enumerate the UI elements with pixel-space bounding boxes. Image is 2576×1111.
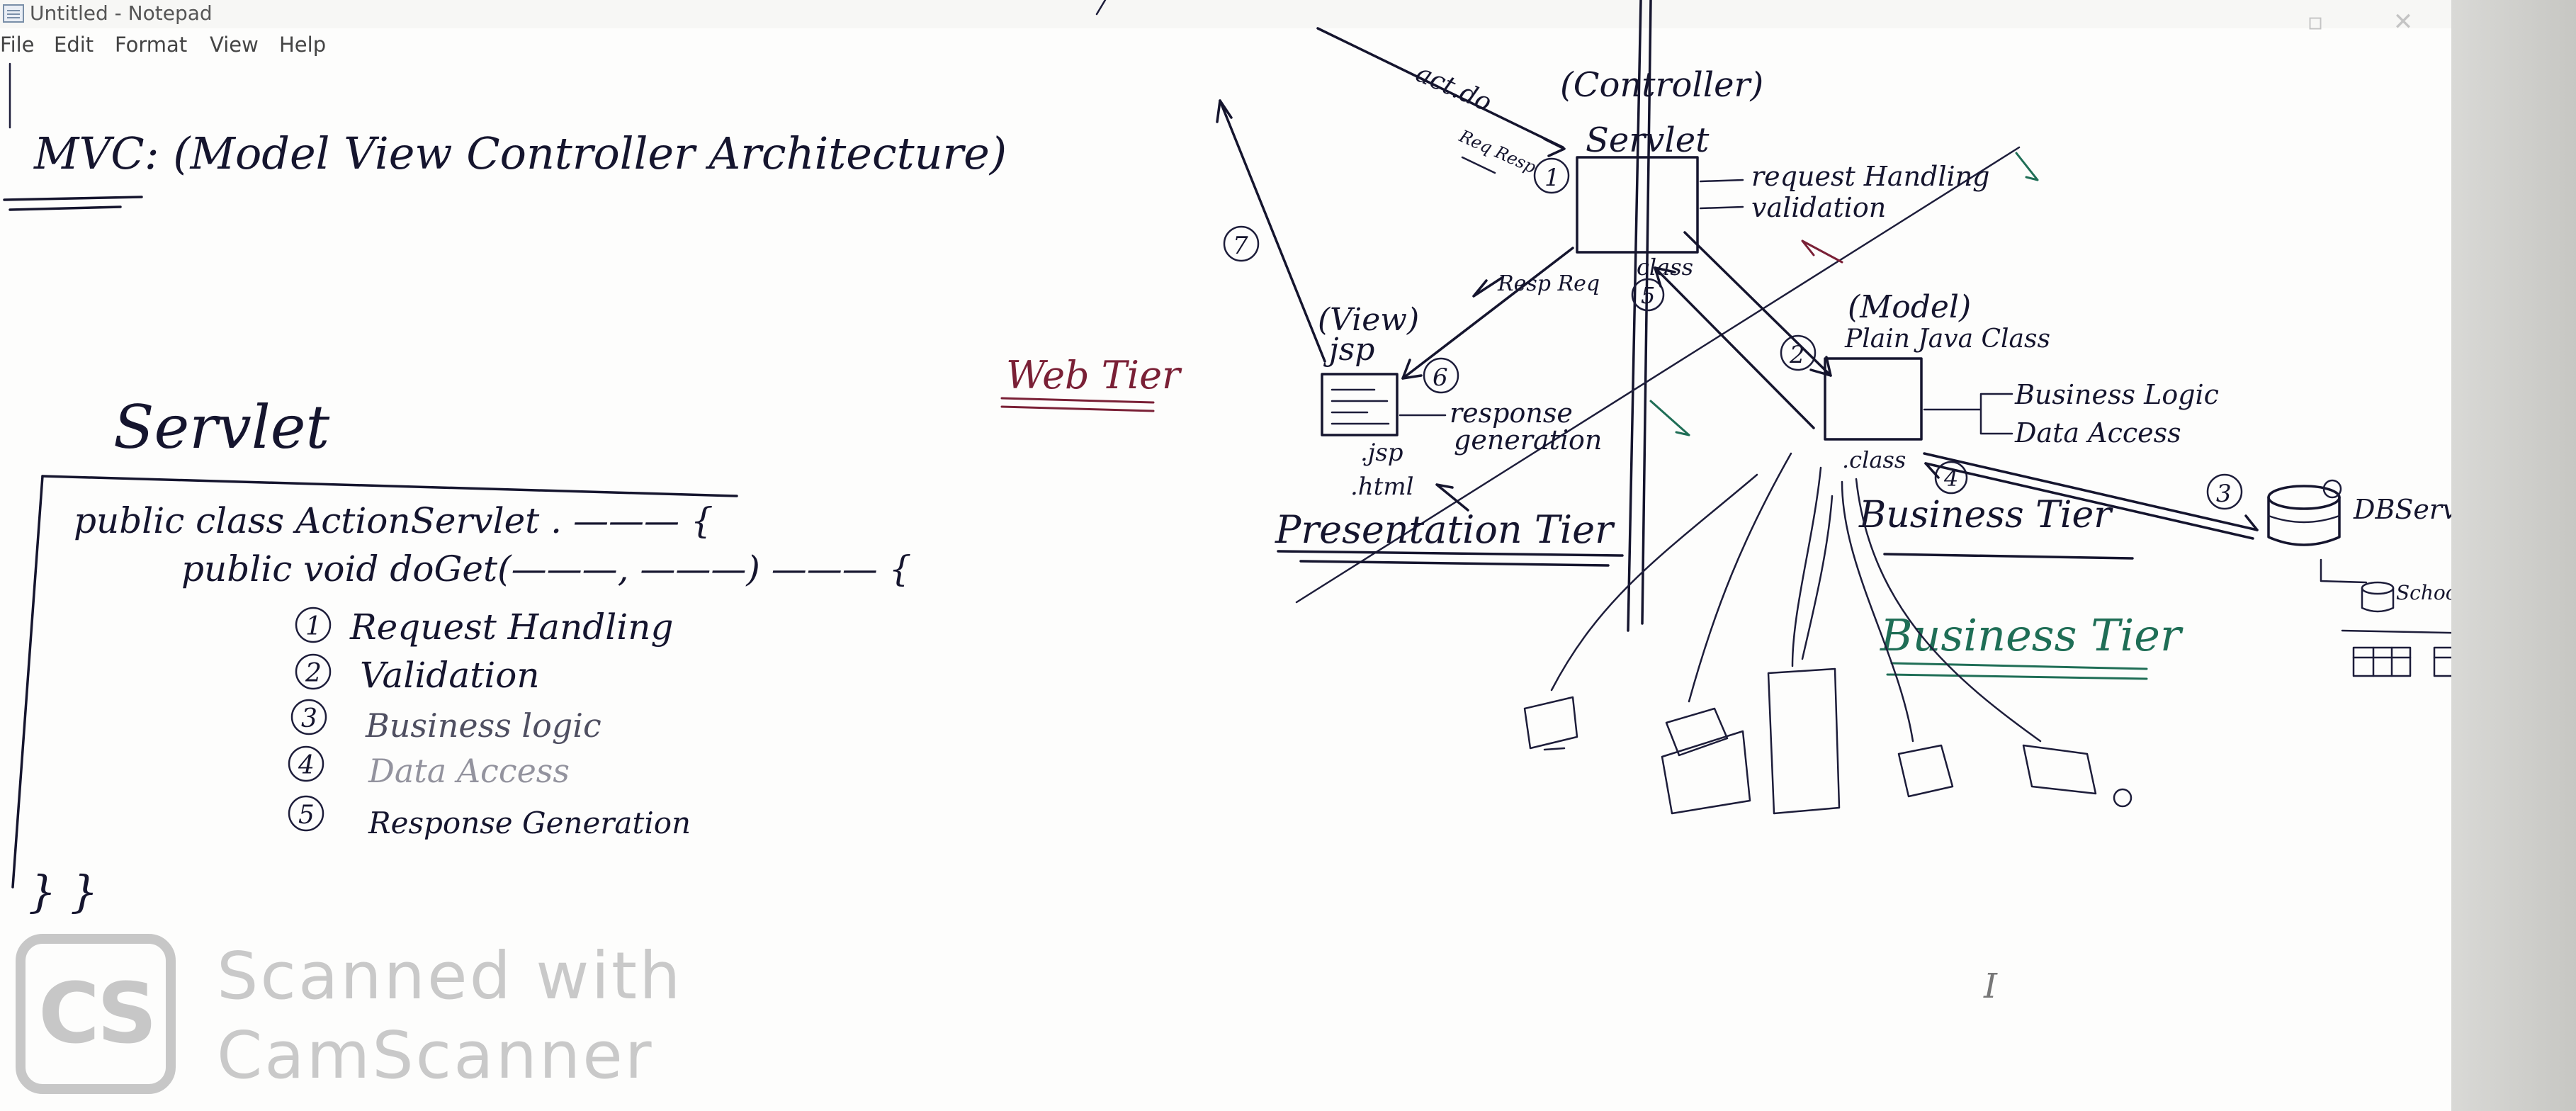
web-tier-underline-1 xyxy=(1002,398,1153,402)
view-file-html: .html xyxy=(1350,473,1413,501)
camscanner-watermark-text: Scanned with CamScanner xyxy=(217,937,682,1095)
num-1: 1 xyxy=(1544,164,1560,192)
presentation-underline-2 xyxy=(1301,561,1608,565)
model-file-label: .class xyxy=(1842,446,1906,473)
camscanner-logo: CS xyxy=(16,934,176,1094)
model-box xyxy=(1825,359,1921,439)
model-label: (Model) xyxy=(1848,289,1971,325)
view-file-jsp: .jsp xyxy=(1360,439,1403,467)
controller-label: (Controller) xyxy=(1560,65,1763,105)
green-small-arrow-2 xyxy=(2016,153,2038,180)
step-text-3: Business logic xyxy=(365,706,601,745)
num-7: 7 xyxy=(1233,232,1248,260)
web-tier-underline-2 xyxy=(1002,407,1153,411)
servlet-title: Servlet xyxy=(113,393,329,462)
red-small-arrow xyxy=(1802,241,1842,262)
school-db-label: SchoolDB xyxy=(2396,581,2451,604)
model-sub-label: Plain Java Class xyxy=(1844,325,2050,354)
code-line-doget: public void doGet(———, ———) ——— { xyxy=(181,548,911,590)
step-num-2: 2 xyxy=(305,659,322,688)
req-small-arrow xyxy=(1462,157,1495,173)
step-text-4: Data Access xyxy=(368,752,570,790)
num-3: 3 xyxy=(2216,480,2232,508)
task-request-handling: request Handling xyxy=(1751,161,1990,192)
jsp-page-lines xyxy=(1332,390,1389,424)
code-line-class: public class ActionServlet . ——— { xyxy=(74,500,713,541)
servlet-task-line-2 xyxy=(1700,207,1743,208)
servlet-to-model-arrow xyxy=(1685,232,1831,376)
step-text-2: Validation xyxy=(360,655,540,696)
jsp-label: jsp xyxy=(1323,332,1374,368)
business-tier-label: Business Tier xyxy=(1858,494,2113,536)
num-2: 2 xyxy=(1789,341,1805,369)
db-server-icon xyxy=(2269,480,2341,545)
code-box-top xyxy=(43,476,737,496)
model-task-business-logic: Business Logic xyxy=(2014,379,2219,410)
business-tier-underline xyxy=(1885,554,2132,558)
business-tier-green-underline-1 xyxy=(1892,663,2147,669)
servlet-to-view-arrow xyxy=(1403,248,1573,378)
step-num-5: 5 xyxy=(298,801,315,830)
task-validation: validation xyxy=(1751,192,1886,223)
step-text-1: Request Handling xyxy=(349,607,674,648)
num-6: 6 xyxy=(1433,363,1448,392)
servlet-task-line-1 xyxy=(1700,180,1743,181)
resp-req-label: Resp Req xyxy=(1497,271,1600,296)
step-num-4: 4 xyxy=(298,751,315,780)
response-arrow-7 xyxy=(1220,101,1325,361)
step-list: 1 Request Handling 2 Validation 3 Busine… xyxy=(289,607,691,840)
db-tables-icon xyxy=(2342,631,2451,679)
jsp-box xyxy=(1322,374,1397,435)
business-tier-green-label: Business Tier xyxy=(1880,609,2184,661)
green-small-arrow-1 xyxy=(1651,401,1689,435)
web-tier-label: Web Tier xyxy=(1006,353,1182,397)
step-text-5: Response Generation xyxy=(368,806,691,840)
model-task-bracket xyxy=(1924,394,2012,434)
heading-underline-1 xyxy=(4,197,142,200)
top-mark xyxy=(1097,0,1105,14)
db-connector xyxy=(2321,560,2366,582)
presentation-tier-label: Presentation Tier xyxy=(1275,507,1615,552)
closing-braces: } } xyxy=(28,866,98,918)
mvc-heading: MVC: (Model View Controller Architecture… xyxy=(33,128,1007,179)
text-cursor-icon: I xyxy=(1983,966,1998,1006)
num-5: 5 xyxy=(1641,282,1655,309)
code-box-left xyxy=(13,476,43,887)
screen-edge xyxy=(2451,0,2576,1111)
db-server-label: DBServer xyxy=(2353,494,2451,525)
model-task-data-access: Data Access xyxy=(2014,417,2181,449)
view-task-generation: generation xyxy=(1454,424,1602,456)
req-resp-label: Req Resp xyxy=(1456,125,1540,177)
act-do-label: act.do xyxy=(1411,59,1496,118)
heading-underline-2 xyxy=(10,207,120,210)
notepad-window: Untitled - Notepad ▫ ✕ File Edit Format … xyxy=(0,0,2451,1111)
step-num-1: 1 xyxy=(305,612,322,641)
business-tier-green-underline-2 xyxy=(1887,675,2147,679)
step-num-3: 3 xyxy=(301,704,317,733)
servlet-label: Servlet xyxy=(1586,120,1710,160)
school-db-icon xyxy=(2362,582,2393,611)
request-arrowhead xyxy=(1544,139,1564,156)
